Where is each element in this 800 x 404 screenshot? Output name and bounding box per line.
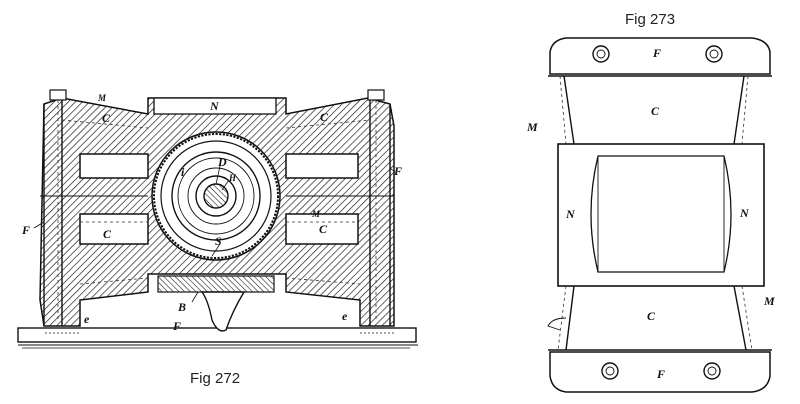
label-m-left: M: [526, 120, 538, 134]
label-f-right: F: [393, 164, 402, 178]
housing-section: [39, 97, 395, 327]
upper-neck: [563, 75, 745, 145]
label-c-bottom: C: [647, 309, 656, 323]
lower-neck: [565, 285, 747, 351]
box-b: [157, 275, 275, 293]
right-top-bolt: [367, 89, 385, 320]
dashed-outline-upper: [61, 119, 371, 129]
label-e-left: e: [84, 312, 90, 326]
label-m: M: [97, 93, 107, 103]
label-c-left-top: C: [102, 111, 111, 125]
label-c-top: C: [651, 104, 660, 118]
label-h: H: [228, 173, 237, 183]
fig-272-leaders: [33, 165, 396, 303]
label-m-inner: M: [311, 209, 321, 219]
caption-fig-272: Fig 272: [190, 370, 240, 387]
left-cheek: [43, 98, 63, 326]
shaft: [203, 183, 229, 209]
dashed-outline-lower: [79, 277, 361, 285]
window-n: [590, 155, 732, 273]
label-c-left-bottom: C: [103, 227, 112, 241]
label-d: D: [217, 155, 227, 169]
caption-fig-273: Fig 273: [625, 11, 675, 28]
label-f-bottom: F: [656, 367, 665, 381]
base-plate: [17, 327, 418, 349]
label-i: i: [181, 165, 185, 179]
bearing-ring-3: [187, 167, 245, 225]
label-c-right-top: C: [320, 110, 329, 124]
left-tab: [547, 317, 567, 331]
label-m-right: M: [763, 294, 775, 308]
left-top-bolt: [49, 89, 67, 320]
label-b: B: [177, 300, 186, 314]
fig-272-section-view: M N C C F F i D H M C C S B F e e Fig 27…: [17, 89, 418, 387]
label-f-left: F: [21, 223, 30, 237]
upper-neck-dash: [559, 75, 749, 145]
top-flange: [548, 37, 772, 77]
recess-n: [153, 97, 277, 115]
label-c-right-bottom: C: [319, 222, 328, 236]
bearing-ring-4: [195, 175, 237, 217]
bottom-lug: [200, 291, 246, 332]
fig-273-plan-view: Fig 273 F: [526, 11, 775, 393]
label-n-left: N: [565, 207, 576, 221]
bearing-ring-1: [171, 151, 261, 241]
right-cheek: [369, 98, 391, 326]
label-n: N: [209, 99, 220, 113]
label-f-top: F: [652, 46, 661, 60]
label-n-right: N: [739, 206, 750, 220]
label-e-right: e: [342, 309, 348, 323]
label-f-base: F: [172, 319, 181, 333]
bearing-ring-2: [177, 157, 255, 235]
label-s: S: [215, 234, 222, 248]
bottom-flange: [548, 349, 772, 393]
